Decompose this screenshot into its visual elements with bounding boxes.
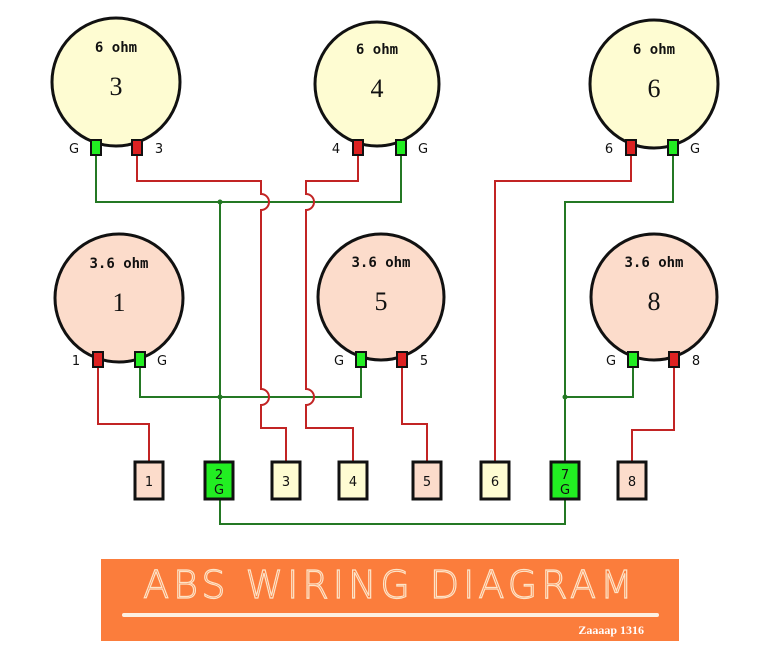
connector-pin-8: 8 [616, 460, 648, 501]
connector-pin-2-box [203, 460, 235, 501]
speaker-5-ground-label: G [334, 354, 344, 369]
connector-pin-4-number: 4 [349, 475, 357, 490]
connector-pin-3-box [270, 460, 302, 501]
speaker-6-number: 6 [648, 74, 661, 103]
speaker-4-number: 4 [371, 74, 384, 103]
speaker-1-number: 1 [113, 288, 126, 317]
speaker-8-positive-terminal [668, 351, 680, 368]
ground-junction-top [217, 199, 223, 205]
speaker-5-number: 5 [375, 287, 388, 316]
speaker-6-ground-terminal [667, 139, 679, 156]
connector-pin-7: 7G [549, 460, 581, 501]
ground-wire-speaker-8 [565, 366, 634, 398]
title-banner-background [101, 559, 679, 641]
connector-pin-6-box [479, 460, 511, 501]
speaker-5-ground-terminal [355, 351, 367, 368]
speaker-8-number: 8 [648, 287, 661, 316]
connector-pin-8-number: 8 [628, 475, 636, 490]
connector-pin-4: 4 [337, 460, 369, 501]
connector-pin-7-number: 7 [561, 468, 569, 483]
speaker-5-cone [316, 232, 446, 362]
connector-pin-7-box [549, 460, 581, 501]
speaker-3-positive-label: 3 [155, 142, 163, 157]
speaker-3-ground-label: G [69, 142, 79, 157]
speaker-4-ground-terminal [395, 139, 407, 156]
speaker-1-positive-label: 1 [72, 354, 80, 369]
speaker-4-ground-label: G [418, 142, 428, 157]
speaker-3-number: 3 [110, 72, 123, 101]
ground-wire-lower-bus [139, 366, 362, 398]
speaker-4-positive-terminal [352, 139, 364, 156]
speaker-6-impedance: 6 ohm [633, 42, 675, 58]
speaker-3-ground-terminal [90, 139, 102, 156]
connector-pin-1: 1 [133, 460, 165, 501]
positive-wire-speaker-3 [136, 156, 287, 462]
speaker-5-impedance: 3.6 ohm [351, 255, 410, 271]
title-text: ABS WIRING DIAGRAM [143, 563, 637, 607]
speaker-4-impedance: 6 ohm [356, 42, 398, 58]
speaker-8-cone [589, 232, 719, 362]
connector-pin-5-number: 5 [423, 475, 431, 490]
connector-pin-3-number: 3 [282, 475, 290, 490]
ground-wire-top-bus [95, 156, 402, 203]
speaker-4-cone [313, 20, 441, 148]
speaker-1-ground-terminal [134, 351, 146, 368]
speaker-6-positive-label: 6 [605, 142, 613, 157]
positive-wire-speaker-6 [494, 156, 632, 462]
positive-wire-speaker-5 [401, 366, 428, 462]
ground-junction-right [562, 394, 568, 400]
connector-pin-6-number: 6 [491, 475, 499, 490]
speaker-6-positive-terminal [625, 139, 637, 156]
speaker-3-cone [50, 16, 182, 148]
connector-pin-7-ground-label: G [560, 483, 570, 498]
speaker-1-cone [53, 232, 185, 364]
connector-pin-2: 2G [203, 460, 235, 501]
speaker-6-ground-label: G [690, 142, 700, 157]
connector-pin-5: 5 [411, 460, 443, 501]
speaker-1-positive-terminal [92, 351, 104, 368]
connector-pin-4-box [337, 460, 369, 501]
speaker-8-ground-terminal [627, 351, 639, 368]
connector-pin-3: 3 [270, 460, 302, 501]
connector-pin-1-box [133, 460, 165, 501]
speaker-5-positive-terminal [396, 351, 408, 368]
speaker-1-ground-label: G [157, 354, 167, 369]
speaker-8-impedance: 3.6 ohm [624, 255, 683, 271]
connector-pin-2-number: 2 [215, 468, 223, 483]
speaker-3-impedance: 6 ohm [95, 40, 137, 56]
ground-wire-speaker-6 [564, 156, 674, 462]
speaker-8-ground-label: G [606, 354, 616, 369]
speaker-3-positive-terminal [131, 139, 143, 156]
speaker-8-positive-label: 8 [692, 354, 700, 369]
speaker-4-positive-label: 4 [332, 142, 340, 157]
connector-pin-2-ground-label: G [214, 483, 224, 498]
ground-wire-bottom-link [219, 500, 566, 525]
title-banner: ABS WIRING DIAGRAM Zaaaap 1316 [101, 559, 679, 641]
speaker-1-impedance: 3.6 ohm [89, 256, 148, 272]
signature-text: Zaaaap 1316 [578, 623, 644, 637]
positive-wire-speaker-4 [305, 156, 359, 462]
ground-junction-lower [217, 394, 223, 400]
speaker-5-positive-label: 5 [420, 354, 428, 369]
positive-wire-speaker-8 [631, 366, 675, 462]
speaker-6-cone [588, 18, 720, 150]
connector-pin-8-box [616, 460, 648, 501]
connector-pin-6: 6 [479, 460, 511, 501]
connector-pin-5-box [411, 460, 443, 501]
connector-pin-1-number: 1 [145, 475, 153, 490]
positive-wire-speaker-1 [97, 366, 150, 462]
